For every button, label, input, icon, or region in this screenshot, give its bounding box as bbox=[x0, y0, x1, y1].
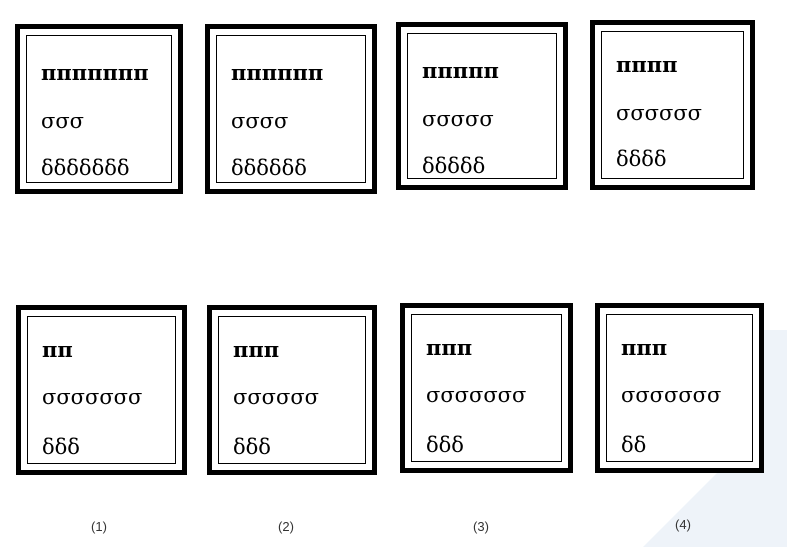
delta-row: δδδ bbox=[42, 435, 80, 459]
delta-row: δδδ bbox=[233, 435, 271, 459]
sigma-row: σσσσσσσ bbox=[426, 383, 527, 407]
pi-row: πππ bbox=[621, 335, 668, 360]
delta-row: δδδδ bbox=[616, 147, 667, 171]
bottom-figure-3: πππ σσσσσσσ δδδ bbox=[400, 303, 573, 473]
caption-3: (3) bbox=[473, 519, 489, 534]
sigma-row: σσσσσ bbox=[422, 107, 494, 131]
pi-row: πππππππ bbox=[41, 60, 149, 85]
sigma-row: σσσσσσσ bbox=[42, 385, 143, 409]
top-figure-4: ππππ σσσσσσ δδδδ bbox=[590, 20, 755, 190]
top-figure-1: πππππππ σσσ δδδδδδδ bbox=[15, 24, 183, 194]
sigma-row: σσσ bbox=[41, 109, 85, 133]
bottom-figure-2: πππ σσσσσσ δδδ bbox=[207, 305, 377, 475]
delta-row: δδδδδ bbox=[422, 154, 486, 178]
top-figure-2: ππππππ σσσσ δδδδδδ bbox=[205, 24, 377, 194]
delta-row: δδ bbox=[621, 433, 647, 457]
caption-2: (2) bbox=[278, 519, 294, 534]
caption-4: (4) bbox=[675, 517, 691, 532]
pi-row: ππ bbox=[42, 337, 73, 362]
sigma-row: σσσσσσσ bbox=[621, 383, 722, 407]
pi-row: ππππππ bbox=[231, 60, 324, 85]
pi-row: πππππ bbox=[422, 58, 499, 83]
sigma-row: σσσσ bbox=[231, 109, 289, 133]
pi-row: ππππ bbox=[616, 52, 678, 77]
sigma-row: σσσσσσ bbox=[233, 385, 320, 409]
delta-row: δδδδδδδ bbox=[41, 156, 130, 180]
bottom-figure-1: ππ σσσσσσσ δδδ bbox=[16, 305, 187, 475]
caption-1: (1) bbox=[91, 519, 107, 534]
sigma-row: σσσσσσ bbox=[616, 101, 703, 125]
pi-row: πππ bbox=[233, 337, 280, 362]
bottom-figure-4: πππ σσσσσσσ δδ bbox=[595, 303, 764, 473]
delta-row: δδδ bbox=[426, 433, 464, 457]
delta-row: δδδδδδ bbox=[231, 156, 307, 180]
pi-row: πππ bbox=[426, 335, 473, 360]
top-figure-3: πππππ σσσσσ δδδδδ bbox=[396, 22, 568, 190]
